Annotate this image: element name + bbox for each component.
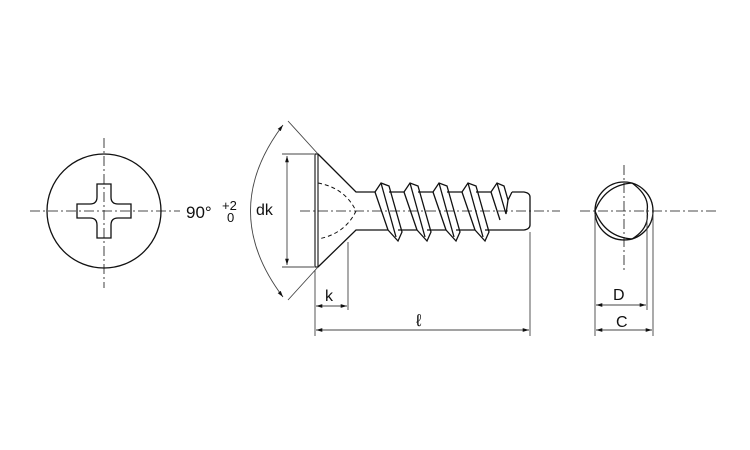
angle-tolerance-plus: +2 [222, 198, 237, 213]
angle-tolerance-minus: 0 [227, 210, 234, 225]
thread [409, 182, 426, 238]
dk-label: dk [256, 202, 274, 219]
screw-end-view [580, 165, 718, 336]
thread [380, 182, 397, 238]
D-label: D [613, 287, 625, 304]
thread [490, 191, 501, 221]
phillips-recess-icon [76, 183, 132, 239]
thread [447, 182, 490, 243]
thread [461, 191, 476, 231]
angle-label: 90° [186, 203, 212, 222]
screw-side-view [250, 120, 560, 336]
thread [389, 182, 432, 243]
length-label: ℓ [415, 311, 422, 330]
thread [496, 182, 509, 215]
thread [476, 182, 513, 202]
thread [438, 182, 455, 238]
thread [403, 191, 418, 231]
thread [374, 191, 389, 231]
k-label: k [325, 288, 334, 305]
head-top-view [30, 138, 180, 288]
C-label: C [616, 314, 628, 331]
thread [467, 182, 484, 238]
thread [418, 182, 461, 243]
thread [432, 191, 447, 231]
